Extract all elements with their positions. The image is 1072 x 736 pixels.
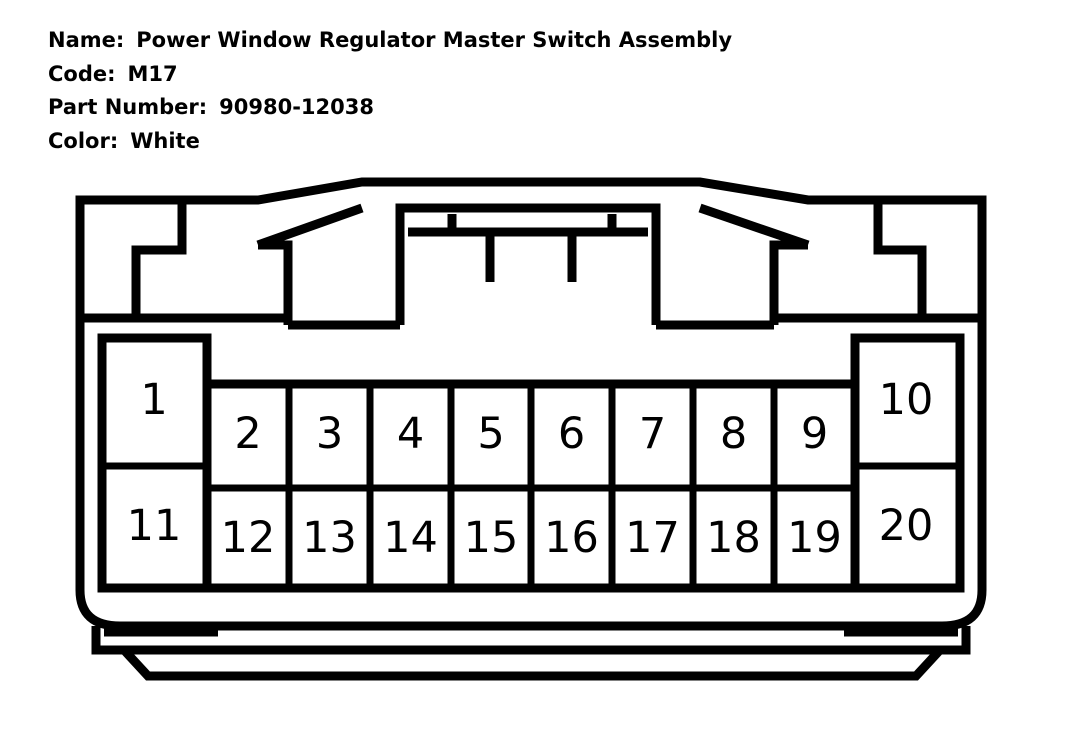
connector-info: Name: Power Window Regulator Master Switc… <box>48 24 732 158</box>
pin-5-label: 5 <box>477 409 504 459</box>
color-label: Color: <box>48 128 119 153</box>
pin-17-label: 17 <box>625 513 680 563</box>
right-shoulder <box>769 240 808 325</box>
pin-1-label: 1 <box>140 375 167 425</box>
pin-3-label: 3 <box>316 409 343 459</box>
pin-12-label: 12 <box>221 513 276 563</box>
pin-6-label: 6 <box>558 409 585 459</box>
pin-7-label: 7 <box>639 409 666 459</box>
pin-20-label: 20 <box>879 501 934 551</box>
code-value: M17 <box>127 61 178 86</box>
right-latch <box>873 200 982 323</box>
pin-4-label: 4 <box>397 409 424 459</box>
pin-18-label: 18 <box>706 513 761 563</box>
pin-9-label: 9 <box>801 409 828 459</box>
pin-11-label: 11 <box>127 501 182 551</box>
color-value: White <box>130 128 200 153</box>
part-number-value: 90980-12038 <box>219 95 374 119</box>
housing-base <box>75 589 987 631</box>
part-number-row: Part Number: 90980-12038 <box>48 91 732 125</box>
name-value: Power Window Regulator Master Switch Ass… <box>136 28 733 52</box>
pin-20-cavity <box>851 462 964 592</box>
pin-19-label: 19 <box>787 513 842 563</box>
code-label: Code: <box>48 61 116 86</box>
name-label: Name: <box>48 28 125 52</box>
pin-8-label: 8 <box>720 409 747 459</box>
right-shoulder-slope <box>698 203 810 250</box>
code-row: Code: M17 <box>48 58 732 92</box>
left-shoulder-slope <box>256 203 364 250</box>
lock-tab <box>395 203 661 325</box>
pin-14-label: 14 <box>383 513 438 563</box>
housing-inner-line <box>80 313 982 330</box>
pin-10-label: 10 <box>879 375 934 425</box>
color-row: Color: White <box>48 125 732 159</box>
pin-16-label: 16 <box>544 513 599 563</box>
pin-13-label: 13 <box>302 513 357 563</box>
left-shoulder <box>258 240 293 325</box>
left-latch <box>80 200 187 323</box>
base-rail <box>91 626 971 655</box>
base-foot <box>120 646 944 681</box>
part-number-label: Part Number: <box>48 95 208 119</box>
pin-15-label: 15 <box>464 513 519 563</box>
pin-2-label: 2 <box>234 409 261 459</box>
lock-tab-detent <box>485 232 577 282</box>
name-row: Name: Power Window Regulator Master Switc… <box>48 24 732 58</box>
housing-outline <box>75 177 987 590</box>
